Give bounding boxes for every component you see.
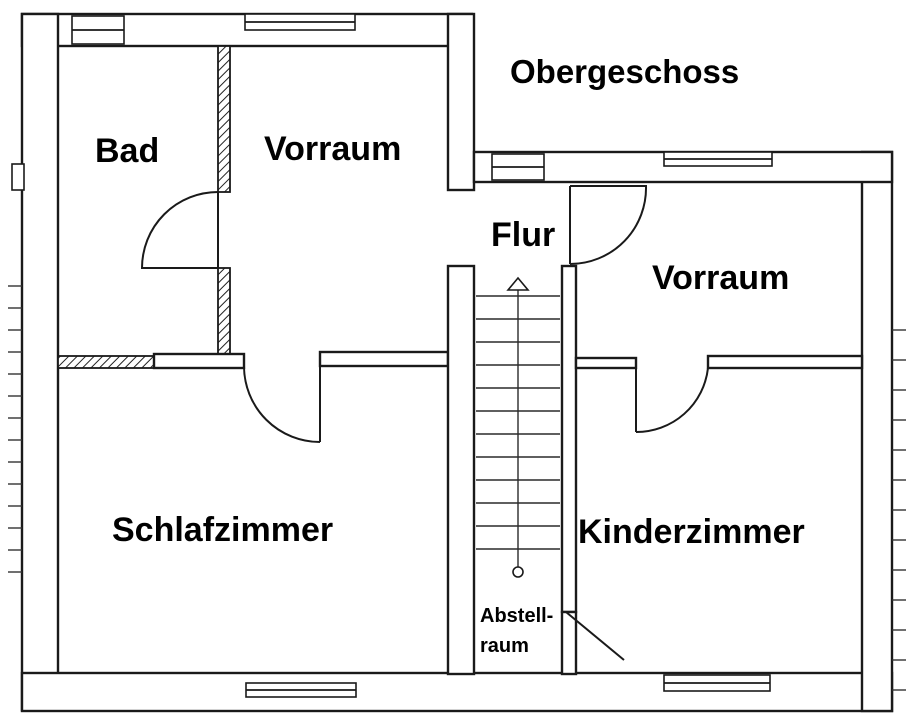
stair-start-icon <box>512 566 524 578</box>
room-label-vorraum-right: Vorraum <box>652 259 789 297</box>
partition-bad-bottom <box>57 355 155 369</box>
wall-stair-left <box>446 264 476 676</box>
wall-kinder-top-left <box>574 356 638 370</box>
wall-right <box>860 150 894 713</box>
room-label-kinderzimmer: Kinderzimmer <box>578 513 805 551</box>
wall-kinder-top-right <box>706 354 864 370</box>
wall-abstell-right <box>560 610 578 676</box>
room-label-abstellraum-2: raum <box>480 635 529 657</box>
wall-schlaf-top-left <box>152 352 246 370</box>
door-flur-swing <box>569 185 648 265</box>
interior-walls <box>57 45 864 676</box>
staircase <box>476 276 560 578</box>
doors <box>140 185 709 661</box>
room-label-bad: Bad <box>95 132 159 170</box>
stair-arrow-icon <box>506 276 530 291</box>
edge-ticks <box>8 285 906 691</box>
door-bad-swing <box>140 191 219 269</box>
wall-step-vertical <box>446 12 476 192</box>
room-label-schlafzimmer: Schlafzimmer <box>112 511 333 549</box>
room-label-abstellraum-1: Abstell- <box>480 605 553 627</box>
room-label-flur: Flur <box>491 216 555 254</box>
wall-left <box>20 12 60 712</box>
wall-notch-left <box>11 163 25 191</box>
door-schlaf-swing <box>243 365 321 443</box>
door-abstell-leaf <box>565 611 625 661</box>
room-label-vorraum-left: Vorraum <box>264 130 401 168</box>
wall-schlaf-top-right <box>318 350 450 368</box>
floor-title: Obergeschoss <box>510 53 739 90</box>
windows <box>11 13 773 698</box>
partition-bad-lower <box>217 267 231 355</box>
wall-stair-right <box>560 264 578 614</box>
door-kinder-swing <box>635 367 709 434</box>
partition-bad-upper <box>217 45 231 193</box>
